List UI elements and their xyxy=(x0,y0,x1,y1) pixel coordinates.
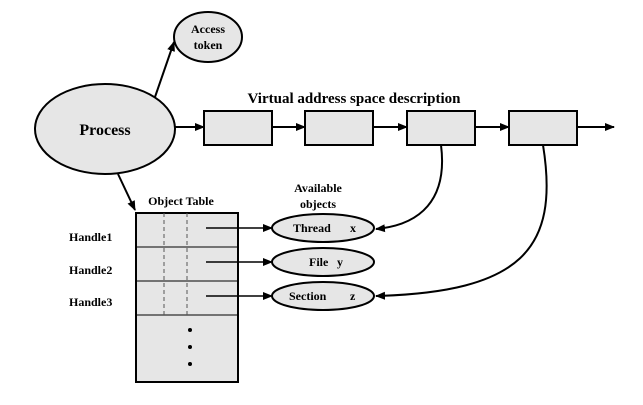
continuation-dot xyxy=(188,328,192,332)
vad-to-thread-curve xyxy=(375,144,444,233)
vad-to-section-curve xyxy=(375,144,548,300)
vad-title: Virtual address space description xyxy=(248,91,462,107)
continuation-dot xyxy=(188,362,192,366)
section-object xyxy=(271,281,375,311)
file-object-name: File xyxy=(309,255,329,269)
thread-object xyxy=(271,213,375,243)
process-to-token-arrow xyxy=(154,41,175,98)
section-object-name: Section xyxy=(289,289,327,303)
process-to-object-table-arrow xyxy=(117,173,136,211)
section-object-var: z xyxy=(350,289,356,303)
access-token-node xyxy=(173,11,243,63)
access-token-label-line1: Access xyxy=(191,22,225,36)
thread-object-name: Thread xyxy=(293,221,331,235)
process-label: Process xyxy=(79,122,130,139)
available-objects-title-line1: Available xyxy=(294,181,342,195)
continuation-dot xyxy=(188,345,192,349)
thread-object-var: x xyxy=(350,221,356,235)
vad-box xyxy=(304,110,374,146)
object-table-title: Object Table xyxy=(148,194,214,208)
available-objects-title-line2: objects xyxy=(300,197,336,211)
vad-box xyxy=(508,110,578,146)
access-token-label-line2: token xyxy=(194,38,223,52)
file-object xyxy=(271,247,375,277)
process-node xyxy=(34,83,176,175)
handle-label-3: Handle3 xyxy=(69,295,112,309)
vad-box xyxy=(203,110,273,146)
file-object-var: y xyxy=(337,255,343,269)
handle-label-2: Handle2 xyxy=(69,263,112,277)
vad-box xyxy=(406,110,476,146)
handle-label-1: Handle1 xyxy=(69,230,112,244)
